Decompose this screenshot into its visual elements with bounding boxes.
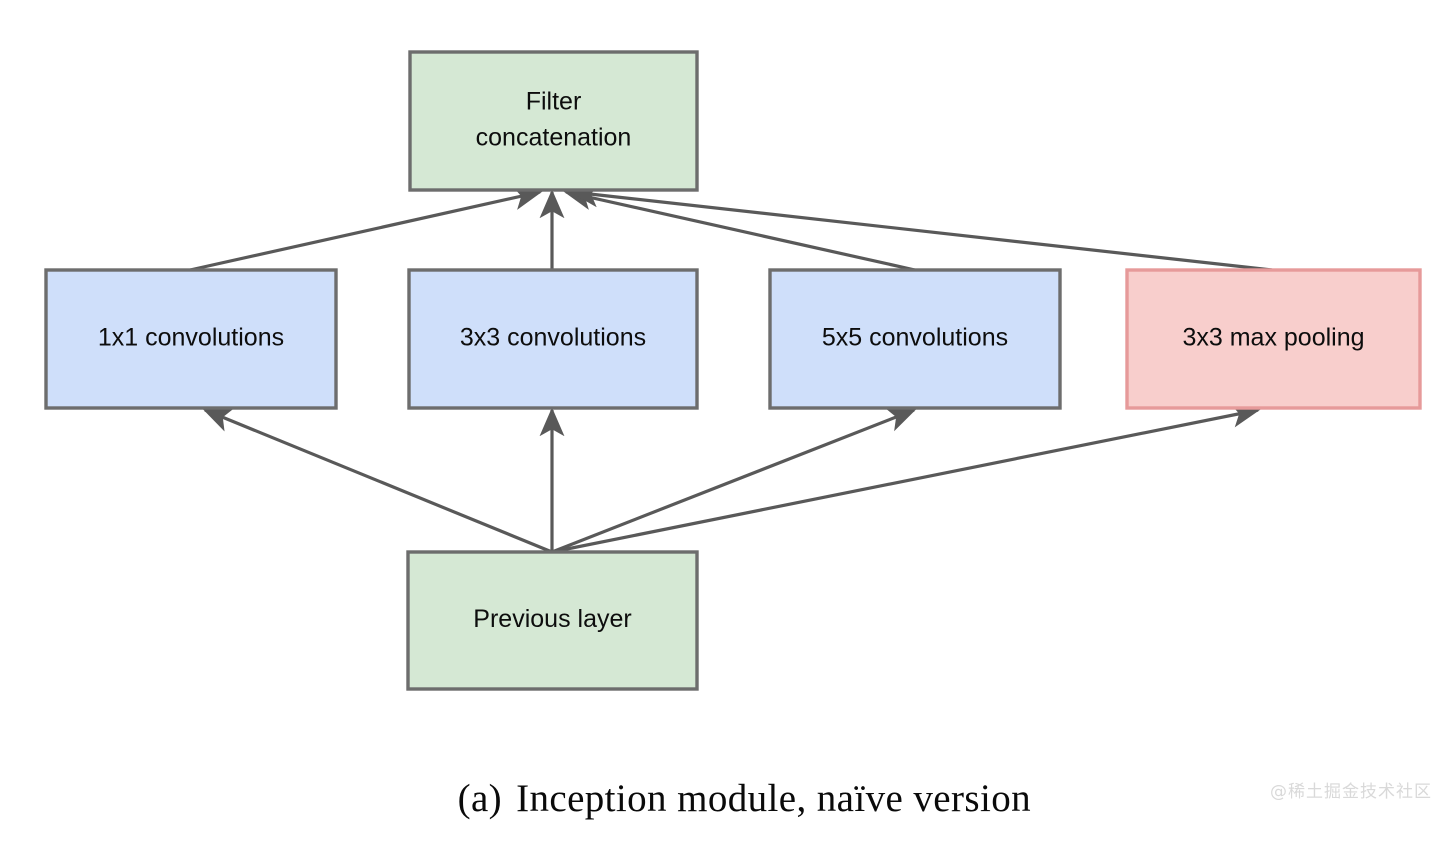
edge-prev-to-conv5x5 — [551, 407, 917, 554]
node-label-filter-concatenation-line1: Filter — [526, 88, 582, 116]
node-box-maxpool3x3[interactable] — [1125, 268, 1422, 410]
node-maxpool3x3[interactable]: 3x3 max pooling — [1125, 268, 1422, 410]
watermark: @稀土掘金技术社区 — [1270, 782, 1432, 802]
inception-diagram-canvas: Filter concatenation 1x1 convolutions 3x3 c… — [44, 50, 1422, 691]
node-box-conv1x1[interactable] — [44, 268, 338, 410]
caption-text: Inception module, naïve version — [516, 777, 1032, 820]
node-conv3x3[interactable]: 3x3 convolutions — [407, 268, 699, 410]
node-label-filter-concatenation-line2: concatenation — [476, 124, 632, 152]
edge-prev-to-maxpool — [551, 402, 1261, 554]
node-label-maxpool3x3: 3x3 max pooling — [1182, 324, 1364, 352]
node-box-filter-concatenation[interactable] — [408, 50, 699, 192]
node-filter-concatenation[interactable]: Filter concatenation — [408, 50, 699, 192]
edges-layer — [189, 182, 1273, 554]
node-conv5x5[interactable]: 5x5 convolutions — [768, 268, 1062, 410]
node-label-conv5x5: 5x5 convolutions — [822, 324, 1008, 352]
node-label-conv3x3: 3x3 convolutions — [460, 324, 646, 352]
edge-prev-to-conv1x1 — [202, 408, 553, 554]
edge-conv1x1-to-concat — [189, 185, 543, 272]
nodes-layer: Filter concatenation 1x1 convolutions 3x3 c… — [44, 50, 1422, 691]
node-box-conv3x3[interactable] — [407, 268, 699, 410]
figure-caption: (a) Inception module, naïve version — [0, 731, 1448, 866]
node-box-conv5x5[interactable] — [768, 268, 1062, 410]
node-previous-layer[interactable]: Previous layer — [406, 550, 699, 691]
node-label-previous-layer: Previous layer — [473, 605, 631, 633]
node-conv1x1[interactable]: 1x1 convolutions — [44, 268, 338, 410]
edge-conv5x5-to-concat — [563, 185, 916, 272]
inception-module-figure: Filter concatenation 1x1 convolutions 3x3 c… — [44, 50, 1432, 820]
edge-maxpool-to-concat — [569, 182, 1273, 272]
node-box-previous-layer[interactable] — [406, 550, 699, 691]
caption-tag: (a) — [457, 777, 503, 820]
node-label-conv1x1: 1x1 convolutions — [98, 324, 284, 352]
